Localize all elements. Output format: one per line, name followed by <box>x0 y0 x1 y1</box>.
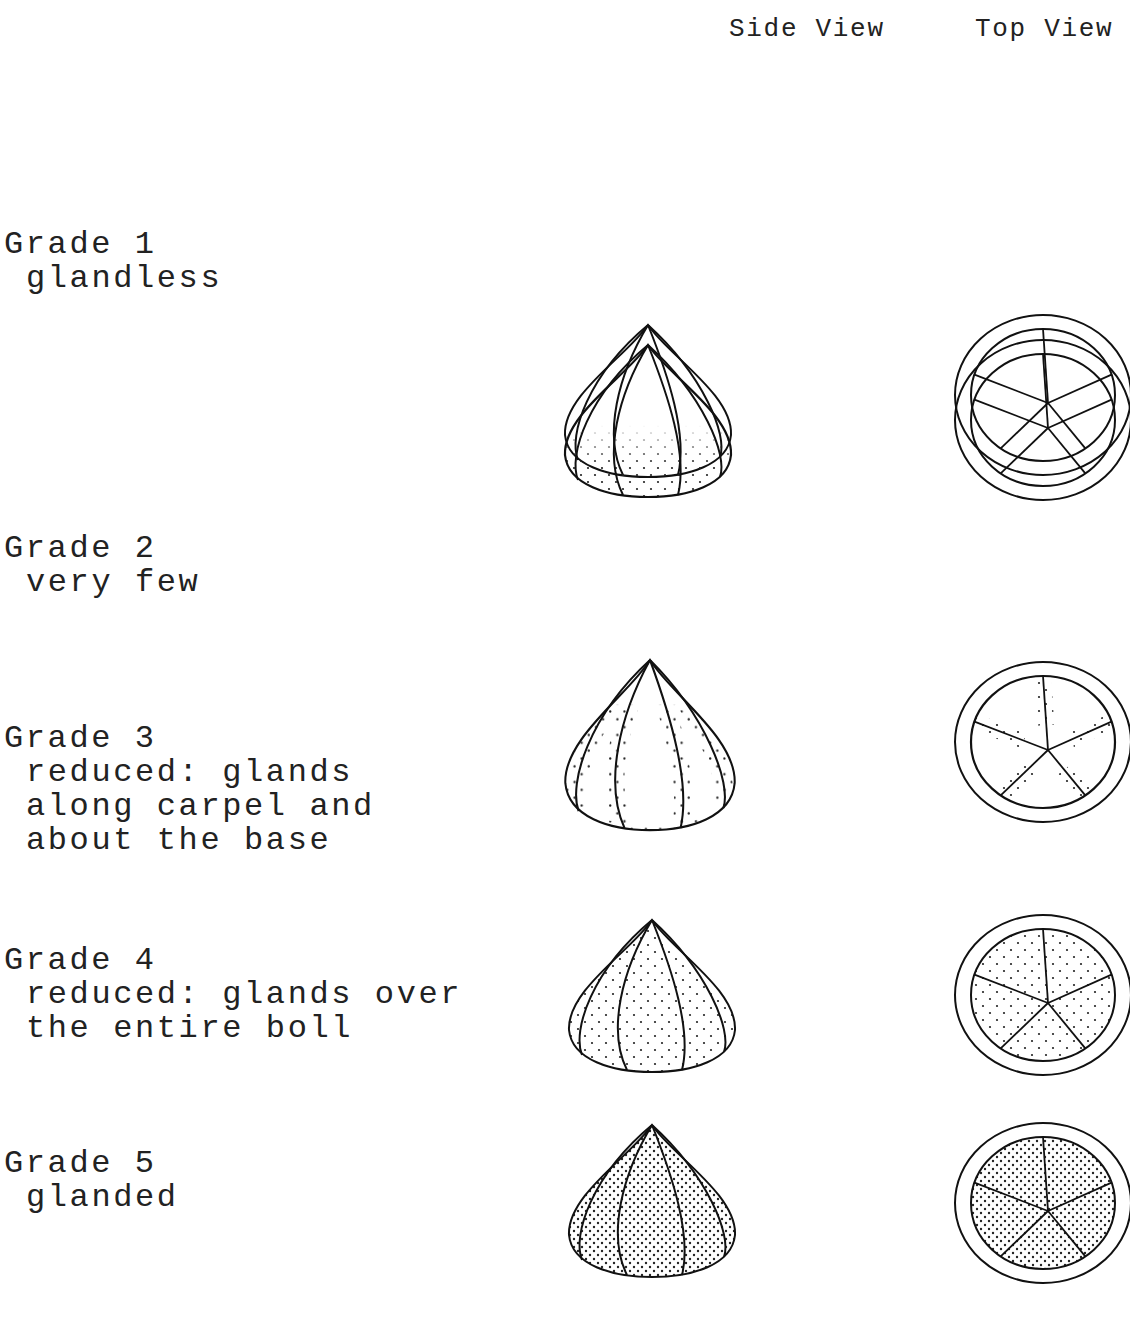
grade-label: Grade 5 <box>4 1147 157 1181</box>
grade-label: Grade 4 <box>4 944 157 978</box>
side-view-boll <box>548 345 748 505</box>
grade-description: glandless <box>26 262 476 296</box>
top-view-boll <box>955 662 1130 822</box>
grade-description: reduced: glands along carpel and about t… <box>26 756 476 858</box>
top-view-boll <box>955 340 1130 500</box>
side-view-boll <box>558 660 742 834</box>
side-view-boll <box>569 920 735 1072</box>
top-view-boll <box>955 915 1130 1075</box>
side-view-boll <box>569 1125 735 1277</box>
top-view-boll <box>955 315 1130 475</box>
grade-description: glanded <box>26 1181 476 1215</box>
grade-label: Grade 2 <box>4 532 157 566</box>
grade-description: very few <box>26 566 476 600</box>
top-view-boll <box>955 1123 1130 1283</box>
column-header: Side View <box>729 12 885 46</box>
grade-description: reduced: glands over the entire boll <box>26 978 476 1046</box>
column-header: Top View <box>975 12 1113 46</box>
grade-label: Grade 1 <box>4 228 157 262</box>
grade-label: Grade 3 <box>4 722 157 756</box>
